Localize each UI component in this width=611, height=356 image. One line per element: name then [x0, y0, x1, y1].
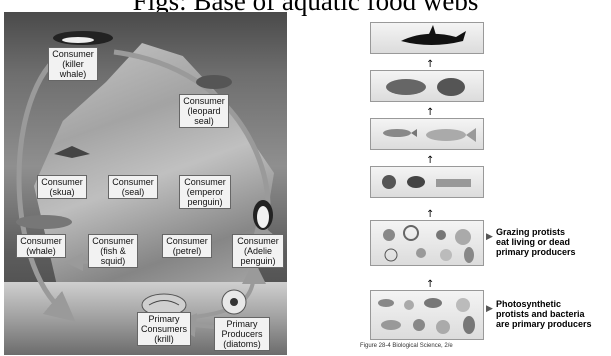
callout-line: eat living or dead [496, 237, 576, 247]
node-killer-whale: Consumer (killer whale) [48, 47, 98, 81]
callout-photosynthetic: Photosynthetic protists and bacteria are… [496, 299, 592, 329]
label-line: (diatoms) [217, 339, 267, 349]
label-line: squid) [91, 256, 135, 266]
figure-caption: Figure 28-4 Biological Science, 2/e [360, 343, 453, 349]
protist-icon [371, 221, 483, 265]
label-line: Consumer [40, 177, 84, 187]
label-line: Consumers [140, 324, 188, 334]
diatoms-image [220, 288, 248, 316]
penguin-image [250, 195, 276, 231]
node-diatoms: Primary Producers (diatoms) [214, 317, 270, 351]
label-line: Consumer [182, 177, 228, 187]
up-arrow: ↑ [426, 210, 434, 220]
up-arrow: ↑ [426, 60, 434, 70]
up-arrow: ↑ [426, 108, 434, 118]
level-grazing-protists: ↑ [370, 220, 484, 266]
skua-image [52, 142, 92, 166]
trophic-ladder-panel: ↑ ↑ ↑ ↑ ↑ ▶ [360, 20, 610, 356]
arrow-loop-right [114, 52, 268, 242]
node-skua: Consumer (skua) [37, 175, 87, 199]
label-line: (killer [51, 59, 95, 69]
label-line: Primary [140, 314, 188, 324]
whale-image [14, 212, 74, 232]
callout-line: Photosynthetic [496, 299, 592, 309]
label-line: whale) [51, 69, 95, 79]
phytoplankton-icon [371, 291, 483, 339]
node-whale: Consumer (whale) [16, 234, 66, 258]
label-line: Consumer [111, 177, 155, 187]
label-line: (petrel) [165, 246, 209, 256]
label-line: (fish & [91, 246, 135, 256]
level-marine-mammals: ↑ [370, 70, 484, 102]
node-fish-squid: Consumer (fish & squid) [88, 234, 138, 268]
label-line: Consumer [165, 236, 209, 246]
fish-icon [371, 119, 483, 149]
level-photosynthetic-protists: ↑ [370, 290, 484, 340]
pointer-icon: ▶ [486, 304, 493, 314]
label-line: Producers [217, 329, 267, 339]
label-line: (krill) [140, 334, 188, 344]
label-line: Consumer [182, 96, 226, 106]
level-large-fish: ↑ [370, 118, 484, 150]
callout-grazing: Grazing protists eat living or dead prim… [496, 227, 576, 257]
seal-icon [371, 71, 483, 101]
label-line: Consumer [91, 236, 135, 246]
label-line: Consumer [19, 236, 63, 246]
callout-line: Grazing protists [496, 227, 576, 237]
up-arrow: ↑ [426, 156, 434, 166]
level-small-animals: ↑ [370, 166, 484, 198]
label-line: Consumer [51, 49, 95, 59]
label-line: Consumer [235, 236, 281, 246]
killer-whale-image [48, 26, 118, 48]
label-line: (leopard [182, 106, 226, 116]
pointer-icon: ▶ [486, 232, 493, 242]
node-petrel: Consumer (petrel) [162, 234, 212, 258]
label-line: penguin) [235, 256, 281, 266]
label-line: Primary [217, 319, 267, 329]
small-fish-icon [371, 167, 483, 197]
label-line: seal) [182, 116, 226, 126]
node-seal: Consumer (seal) [108, 175, 158, 199]
label-line: (emperor [182, 187, 228, 197]
label-line: (skua) [40, 187, 84, 197]
callout-line: primary producers [496, 247, 576, 257]
callout-line: protists and bacteria [496, 309, 592, 319]
label-line: (whale) [19, 246, 63, 256]
label-line: penguin) [182, 197, 228, 207]
node-adelie-penguin: Consumer (Adelie penguin) [232, 234, 284, 268]
leopard-seal-image [194, 72, 234, 92]
node-leopard-seal: Consumer (leopard seal) [179, 94, 229, 128]
orca-icon [371, 23, 483, 53]
label-line: (Adelie [235, 246, 281, 256]
node-krill: Primary Consumers (krill) [137, 312, 191, 346]
antarctic-food-web-panel: Consumer (killer whale) Consumer (leopar… [4, 12, 287, 355]
label-line: (seal) [111, 187, 155, 197]
callout-line: are primary producers [496, 319, 592, 329]
node-emperor-penguin: Consumer (emperor penguin) [179, 175, 231, 209]
level-top-predator [370, 22, 484, 54]
up-arrow: ↑ [426, 280, 434, 290]
